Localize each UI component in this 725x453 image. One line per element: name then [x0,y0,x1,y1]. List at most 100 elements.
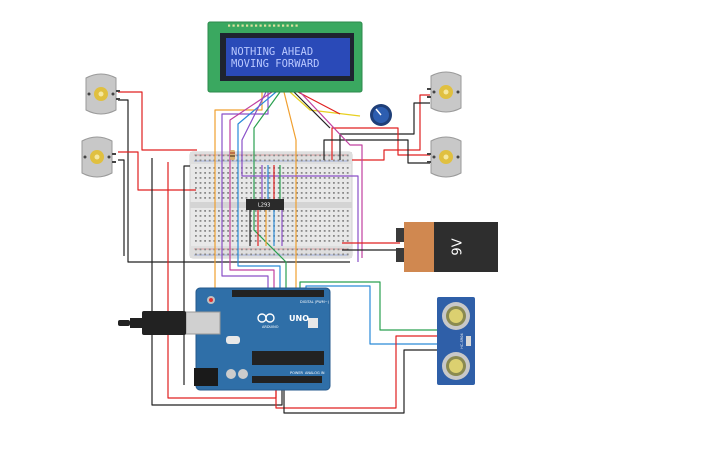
breadboard-hole [323,167,326,169]
breadboard-hole [259,230,262,232]
breadboard-hole [333,230,335,232]
wire-red [275,335,437,409]
breadboard-hole [227,187,229,189]
breadboard-hole [231,167,234,169]
breadboard-hole [268,210,271,212]
breadboard-hole [282,230,285,232]
breadboard-hole [319,182,321,184]
breadboard-hole [333,220,335,222]
breadboard-hole [195,159,197,162]
breadboard-hole [291,230,294,232]
breadboard-hole [268,225,271,227]
ultrasonic-sensor[interactable]: HC-SR04 [437,297,475,385]
breadboard-hole [333,240,335,242]
breadboard-hole [245,210,248,212]
breadboard-hole [310,167,312,169]
wire-red [352,94,430,161]
breadboard-hole [213,192,216,194]
breadboard-hole [319,253,321,256]
breadboard-hole [328,210,331,212]
motor-icon[interactable] [427,136,462,178]
breadboard-hole [231,215,234,217]
battery-9v[interactable]: 9V [396,222,498,272]
breadboard-hole [328,225,331,227]
breadboard-hole [227,154,229,157]
breadboard-hole [346,220,349,222]
breadboard-hole [227,192,229,194]
breadboard-hole [204,215,206,217]
breadboard-hole [195,215,197,217]
breadboard-hole [300,159,303,162]
usb-plug-icon[interactable] [118,311,186,335]
motor-icon[interactable] [81,136,116,178]
breadboard-hole [254,253,257,256]
breadboard-hole [323,235,326,237]
breadboard-hole [241,192,243,194]
breadboard-hole [314,230,317,232]
breadboard-hole [337,235,340,237]
breadboard-hole [310,225,312,227]
breadboard-hole [259,172,262,174]
breadboard-hole [213,154,216,157]
motor-driver-chip[interactable]: L293 [246,199,284,210]
breadboard-hole [208,225,211,227]
breadboard-hole [277,235,280,237]
breadboard-hole [268,215,271,217]
breadboard-hole [342,225,344,227]
lcd-pin [295,24,298,27]
breadboard-hole [245,240,248,242]
lcd-pin [250,24,253,27]
breadboard-hole [328,240,331,242]
breadboard-hole [227,172,229,174]
breadboard-hole [218,172,220,174]
breadboard-hole [277,248,280,251]
breadboard-hole [342,182,344,184]
breadboard-hole [264,192,266,194]
breadboard-hole [277,177,280,179]
breadboard-hole [287,192,289,194]
breadboard-hole [346,225,349,227]
breadboard-hole [227,220,229,222]
breadboard-hole [231,177,234,179]
breadboard-hole [310,253,312,256]
board-name: UNO [289,314,309,323]
breadboard-hole [245,215,248,217]
breadboard-hole [231,187,234,189]
breadboard-hole [231,230,234,232]
breadboard-hole [222,192,225,194]
wires [118,91,437,414]
arduino-uno[interactable]: UNO ARDUINO POWER ANALOG IN DIGITAL (PWM… [185,287,331,391]
breadboard-hole [287,172,289,174]
breadboard-hole [337,197,340,199]
motor-icon[interactable] [85,73,120,115]
breadboard-hole [208,177,211,179]
breadboard-hole [333,159,335,162]
breadboard-hole [319,197,321,199]
breadboard-hole [208,197,211,199]
breadboard-hole [310,192,312,194]
breadboard-hole [236,172,239,174]
breadboard-hole [259,182,262,184]
breadboard-hole [277,187,280,189]
breadboard-hole [328,230,331,232]
breadboard-hole [305,225,308,227]
lcd-pin [282,24,285,27]
breadboard-hole [342,167,344,169]
breadboard-hole [213,159,216,162]
breadboard-hole [342,197,344,199]
potentiometer-icon[interactable] [370,104,392,126]
breadboard-hole [231,240,234,242]
motor-icon[interactable] [427,71,462,113]
breadboard-hole [282,159,285,162]
breadboard-hole [259,253,262,256]
breadboard-hole [323,253,326,256]
breadboard-hole [310,177,312,179]
breadboard-hole [300,225,303,227]
breadboard-hole [199,187,202,189]
breadboard-hole [208,172,211,174]
breadboard-hole [314,235,317,237]
breadboard-hole [236,220,239,222]
breadboard-hole [254,192,257,194]
breadboard-hole [328,159,331,162]
